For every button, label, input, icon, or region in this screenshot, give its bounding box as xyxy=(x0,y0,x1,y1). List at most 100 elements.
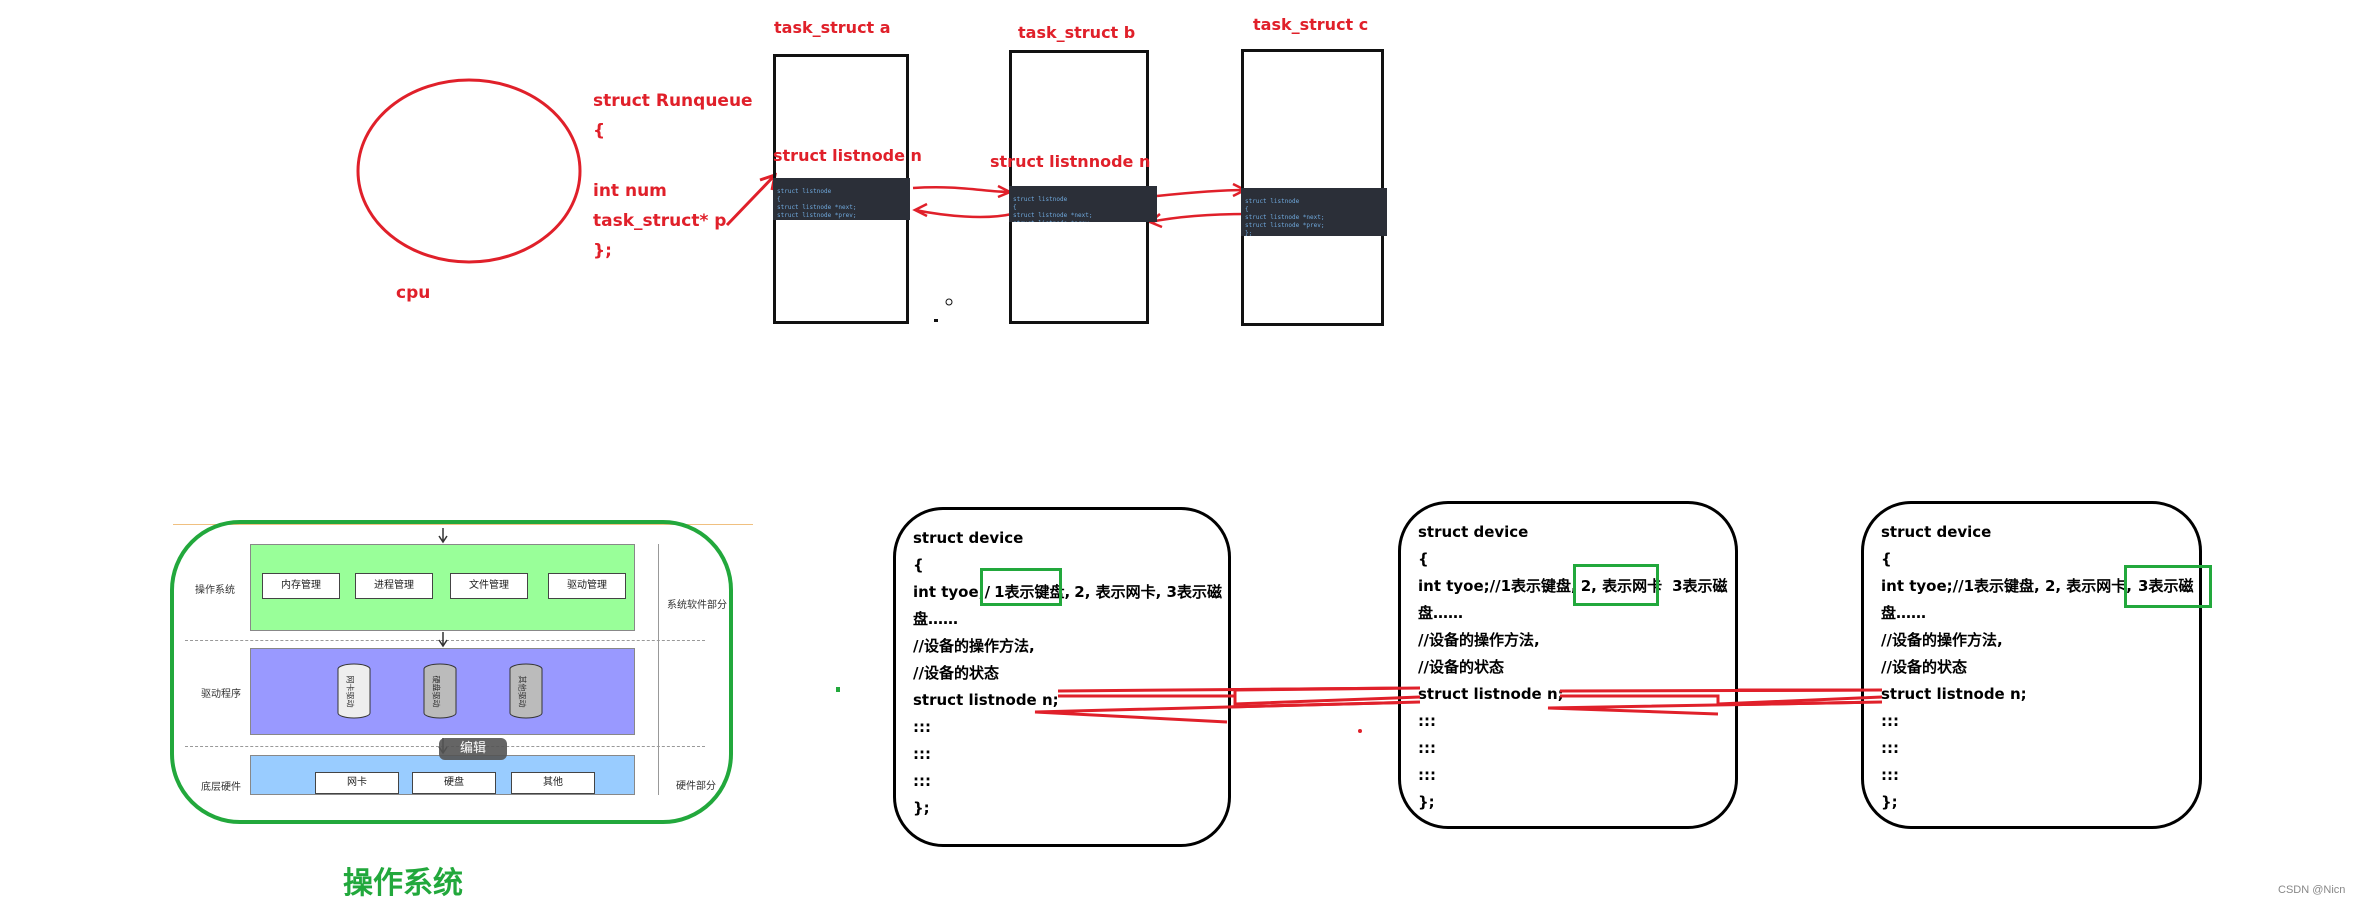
code-line: struct listnode xyxy=(777,188,832,195)
device-type-highlight xyxy=(980,568,1062,606)
link-b-to-a xyxy=(912,202,1013,219)
device-line: }; xyxy=(1881,793,1898,811)
cpu-label: cpu xyxy=(396,283,431,303)
device-type-prefix: int tyoe;//1表示键盘, 2, 表示网卡, xyxy=(1881,577,2133,595)
device-type-prefix: int tyoe;//1表示键盘, xyxy=(1418,577,1577,595)
device-line: struct listnode n; xyxy=(913,691,1059,709)
stray-mark xyxy=(934,319,938,322)
device-line: int tyoe;//1表示键盘, 2, 表示网卡, 3表示磁 xyxy=(1881,573,2193,600)
device-line: ::: xyxy=(1881,712,1899,730)
code-line: { xyxy=(777,196,781,203)
device-line: struct device xyxy=(913,529,1024,547)
task-a-code: struct listnode{struct listnode *next;st… xyxy=(773,178,910,220)
device-line: struct device xyxy=(1881,523,1992,541)
device-line: //设备的操作方法, xyxy=(1881,631,2003,649)
device-line: int tyoe;//1表示键盘,2, 表示网卡 3表示磁 xyxy=(1418,573,1728,600)
device-line: ::: xyxy=(913,718,931,736)
code-line: struct listnode *next; xyxy=(777,204,857,211)
stray-mark xyxy=(1358,729,1362,733)
task-c-box xyxy=(1241,49,1384,326)
device-type-prefix: int tyoe;/ xyxy=(913,583,991,601)
runqueue-line: }; xyxy=(593,241,612,261)
runqueue-line xyxy=(593,151,753,181)
device-line: ::: xyxy=(1418,739,1436,757)
link-c-to-b xyxy=(1147,212,1249,229)
task-c-title: task_struct c xyxy=(1253,15,1369,34)
device-line: int tyoe;/1表示键盘,2, 表示网卡, 3表示磁 xyxy=(913,579,1222,606)
device-line: //设备的状态 xyxy=(1881,658,1967,676)
hardware-item: 其他 xyxy=(511,772,595,794)
os-item: 文件管理 xyxy=(450,573,528,599)
os-layer-label: 操作系统 xyxy=(195,585,235,596)
device-type-highlight xyxy=(1573,564,1659,606)
device-line: { xyxy=(1881,550,1892,568)
stray-mark xyxy=(945,298,953,306)
code-line: }; xyxy=(1245,230,1253,236)
code-line: struct listnode xyxy=(1245,198,1300,205)
device-type-part: 2, 表示网卡, 3表示磁 xyxy=(1074,583,1222,601)
code-line: struct listnode *next; xyxy=(1013,212,1093,219)
device-type-highlight xyxy=(2124,565,2212,608)
device-line: }; xyxy=(913,799,930,817)
device-type-part: 2, 表示网卡 xyxy=(1580,577,1663,595)
device-type-part: 3表示磁 xyxy=(1672,577,1728,595)
os-green-border xyxy=(170,520,733,824)
os-caption: 操作系统 xyxy=(343,866,463,901)
device-line: //设备的状态 xyxy=(1418,658,1504,676)
device-line: struct listnode n; xyxy=(1881,685,2027,703)
runqueue-line: { xyxy=(593,121,606,141)
link-a-to-b xyxy=(912,184,1014,199)
device-line: ::: xyxy=(913,745,931,763)
hardware-item: 硬盘 xyxy=(412,772,496,794)
device-line: //设备的操作方法, xyxy=(913,637,1035,655)
device-line: ::: xyxy=(1881,739,1899,757)
stray-mark xyxy=(836,687,840,692)
device-line: struct listnode n; xyxy=(1418,685,1564,703)
device-line: ::: xyxy=(1418,766,1436,784)
driver-cylinder xyxy=(423,663,457,719)
code-line: struct listnode xyxy=(1013,196,1068,203)
device-line: 盘…… xyxy=(913,610,959,628)
os-top-rule xyxy=(173,524,753,525)
os-item: 驱动管理 xyxy=(548,573,626,599)
device-line: //设备的状态 xyxy=(913,664,999,682)
edit-tooltip[interactable]: 编辑 xyxy=(439,738,507,760)
task-a-node-label: struct listnode n xyxy=(773,146,922,165)
runqueue-line: struct Runqueue xyxy=(593,91,753,111)
device-line: ::: xyxy=(913,772,931,790)
driver-cylinder xyxy=(337,663,371,719)
device-line: struct device xyxy=(1418,523,1529,541)
device-card: struct device { int tyoe;//1表示键盘,2, 表示网卡… xyxy=(1398,501,1738,829)
device-card: struct device { int tyoe;/1表示键盘,2, 表示网卡,… xyxy=(893,507,1231,847)
link-b-to-c xyxy=(1156,182,1248,198)
code-line: struct listnode *prev; xyxy=(1245,222,1325,229)
task-b-code: struct listnode{struct listnode *next;st… xyxy=(1009,186,1157,222)
driver-cylinder xyxy=(509,663,543,719)
os-layer-label: 驱动程序 xyxy=(201,689,241,700)
device-line: ::: xyxy=(1881,766,1899,784)
os-side-label: 系统软件部分 xyxy=(667,600,727,611)
code-line: struct listnode *next; xyxy=(1245,214,1325,221)
code-line: struct listnode *prev; xyxy=(1013,220,1153,222)
device-line: //设备的操作方法, xyxy=(1418,631,1540,649)
runqueue-struct: struct Runqueue { int num task_struct* p… xyxy=(593,91,753,271)
os-divider xyxy=(185,640,705,641)
device-line: { xyxy=(1418,550,1429,568)
device-line: 盘…… xyxy=(1418,604,1464,622)
code-line: struct listnode *prev; xyxy=(777,212,857,219)
hardware-item: 网卡 xyxy=(315,772,399,794)
runqueue-line: int num xyxy=(593,181,667,201)
runqueue-line: task_struct* p xyxy=(593,211,727,231)
device-card: struct device { int tyoe;//1表示键盘, 2, 表示网… xyxy=(1861,501,2202,829)
device-line: ::: xyxy=(1418,712,1436,730)
device-type-part: 1表示键盘, xyxy=(994,583,1071,601)
code-line: { xyxy=(1013,204,1017,211)
task-b-node-label: struct listnnode n xyxy=(990,152,1151,171)
task-b-title: task_struct b xyxy=(1018,23,1136,42)
device-line: 盘…… xyxy=(1881,604,1927,622)
task-a-title: task_struct a xyxy=(774,18,891,37)
os-diagram: 操作系统 内存管理 进程管理 文件管理 驱动管理 驱动程序 网卡驱动 硬盘驱动 … xyxy=(165,520,753,795)
device-type-part: 3表示磁 xyxy=(2138,577,2194,595)
cpu-ellipse xyxy=(356,78,582,264)
task-c-code: struct listnode{struct listnode *next;st… xyxy=(1241,188,1387,236)
